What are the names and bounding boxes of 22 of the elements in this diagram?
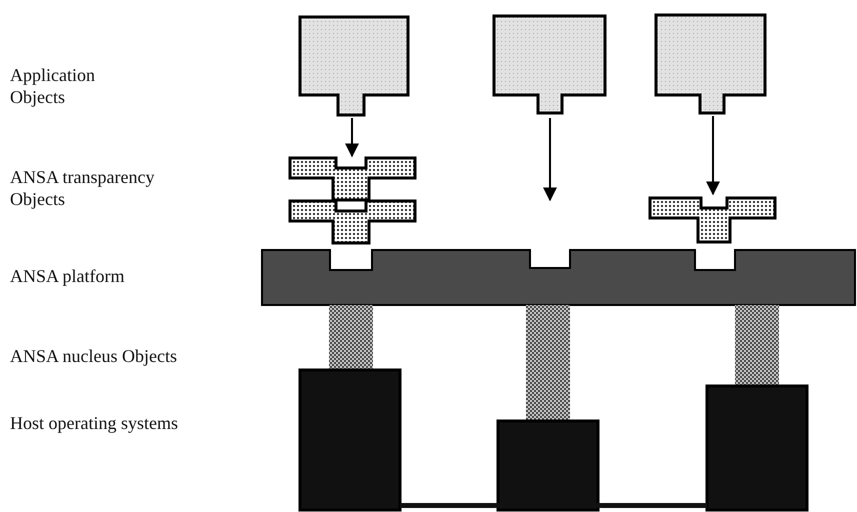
arrow [345, 118, 359, 158]
layer-label: ANSA nucleus Objects [10, 345, 178, 367]
transparency-object-shape [648, 196, 776, 244]
host-system-block [706, 384, 808, 512]
transparency-object-shape [288, 200, 416, 244]
nucleus-object-column [329, 305, 373, 370]
transparency-object-shape [288, 156, 416, 202]
arrow [706, 116, 720, 196]
arrow [543, 118, 557, 202]
layer-label: Host operating systems [10, 412, 179, 434]
application-object-box [492, 14, 606, 114]
host-system-block [496, 420, 600, 512]
application-object-box [654, 14, 766, 114]
platform-bar [261, 249, 856, 306]
application-object-box [298, 16, 410, 116]
layer-label: ANSA transparency Objects [10, 166, 156, 210]
layer-label: ANSA platform [10, 265, 126, 287]
nucleus-object-column [735, 305, 779, 386]
host-system-block [298, 368, 402, 512]
nucleus-object-column [526, 305, 570, 421]
layer-label: Application Objects [10, 64, 96, 108]
base-bar [400, 503, 707, 508]
